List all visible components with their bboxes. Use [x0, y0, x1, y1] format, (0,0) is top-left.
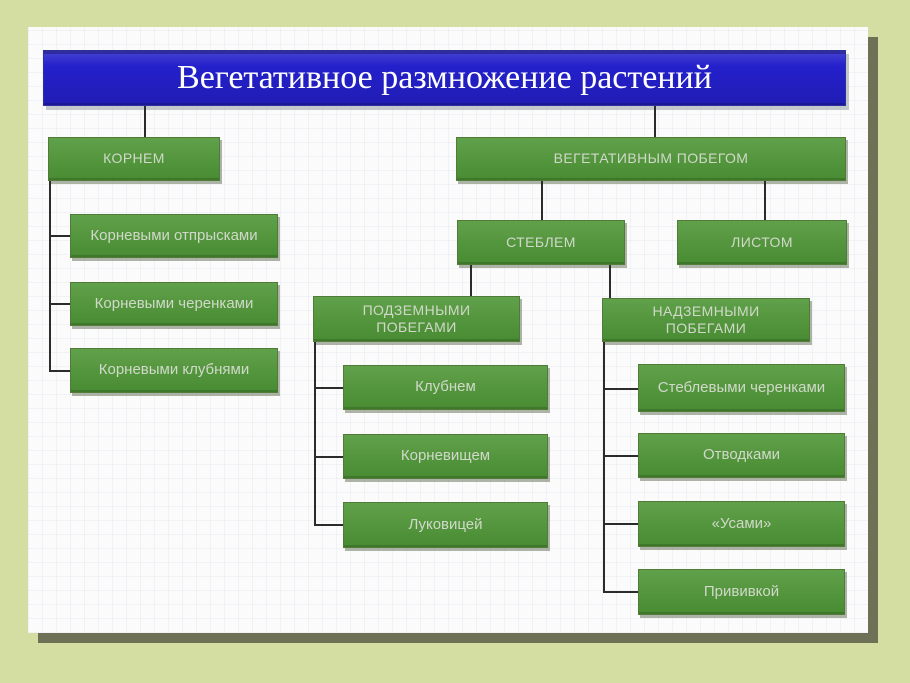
connector-line [144, 106, 146, 137]
connector-line [49, 370, 70, 372]
node-layering: Отводками [638, 433, 845, 478]
connector-line [314, 342, 316, 525]
node-by-root: КОРНЕМ [48, 137, 220, 181]
connector-line [49, 235, 70, 237]
connector-line [603, 342, 605, 593]
connector-line [764, 181, 766, 220]
connector-line [314, 524, 343, 526]
connector-line [470, 265, 472, 296]
node-tuber: Клубнем [343, 365, 548, 410]
node-bulb: Луковицей [343, 502, 548, 548]
connector-line [49, 181, 51, 372]
connector-line [603, 523, 638, 525]
title-banner: Вегетативное размножение растений [43, 50, 846, 106]
connector-line [603, 455, 638, 457]
node-root-cuttings: Корневыми черенками [70, 282, 278, 326]
node-label: НАДЗЕМНЫМИ ПОБЕГАМИ [652, 302, 760, 337]
node-by-stem: СТЕБЛЕМ [457, 220, 625, 265]
node-grafting: Прививкой [638, 569, 845, 615]
node-root-suckers: Корневыми отпрысками [70, 214, 278, 258]
node-runners: «Усами» [638, 501, 845, 547]
node-rhizome: Корневищем [343, 434, 548, 479]
connector-line [314, 387, 343, 389]
node-root-tubers: Корневыми клубнями [70, 348, 278, 393]
node-underground-shoots: ПОДЗЕМНЫМИ ПОБЕГАМИ [313, 296, 520, 342]
node-by-leaf: ЛИСТОМ [677, 220, 847, 265]
slide-panel: Вегетативное размножение растений КОРНЕМ… [28, 27, 868, 633]
connector-line [314, 456, 343, 458]
node-label: ПОДЗЕМНЫМИ ПОБЕГАМИ [362, 301, 471, 336]
connector-line [603, 388, 638, 390]
connector-line [654, 106, 656, 137]
connector-line [603, 591, 638, 593]
node-aboveground-shoots: НАДЗЕМНЫМИ ПОБЕГАМИ [602, 298, 810, 342]
connector-line [49, 303, 70, 305]
connector-line [541, 181, 543, 220]
node-stem-cuttings: Стеблевыми черенками [638, 364, 845, 412]
connector-line [609, 265, 611, 300]
node-by-vegetative-shoot: ВЕГЕТАТИВНЫМ ПОБЕГОМ [456, 137, 846, 181]
